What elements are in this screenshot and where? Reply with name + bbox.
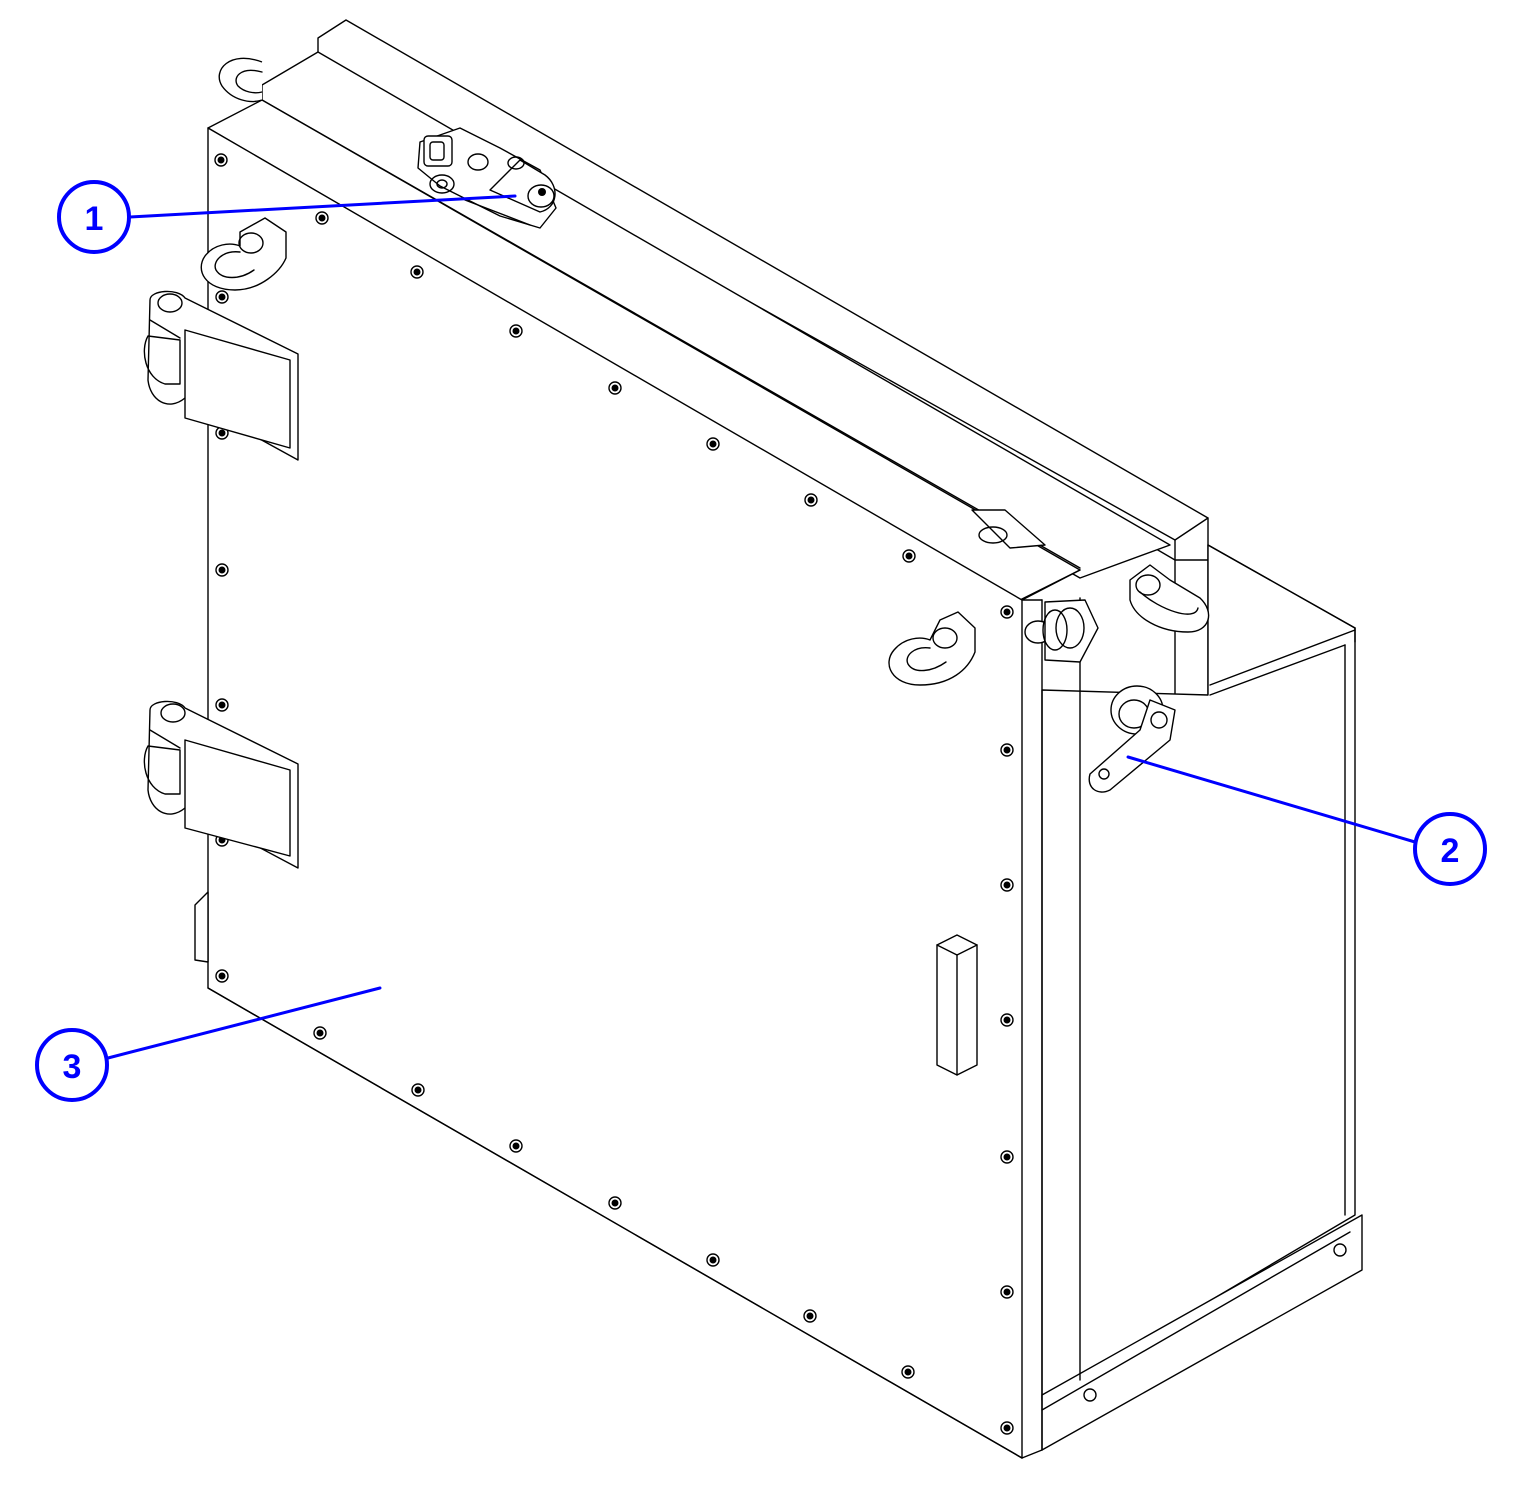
- screw: [313, 1026, 327, 1040]
- d-ring-side-top: [1129, 564, 1210, 633]
- screw: [1000, 1285, 1014, 1299]
- screw: [509, 324, 523, 338]
- callout-label-3: 3: [63, 1048, 82, 1086]
- screw: [1000, 1150, 1014, 1164]
- screw: [803, 1309, 817, 1323]
- d-ring-front-right: [888, 611, 976, 686]
- screw: [706, 437, 720, 451]
- screw: [608, 381, 622, 395]
- callout-3: 3: [35, 986, 382, 1102]
- screw: [804, 493, 818, 507]
- d-ring-upper-left: [200, 217, 287, 291]
- screw: [901, 1365, 915, 1379]
- side-panel: [1041, 544, 1363, 1451]
- screw: [215, 969, 229, 983]
- screw: [215, 698, 229, 712]
- screw: [411, 1083, 425, 1097]
- screw: [1000, 605, 1014, 619]
- handle-bar: [936, 934, 978, 1076]
- screw: [315, 211, 329, 225]
- screw: [1000, 1421, 1014, 1435]
- lower-bracket: [194, 891, 209, 963]
- hinge-lower: [143, 700, 299, 869]
- top-notch: [971, 509, 1046, 549]
- screw: [410, 265, 424, 279]
- top-latch: [417, 127, 557, 229]
- side-latch: [1088, 685, 1176, 793]
- screw: [509, 1139, 523, 1153]
- d-ring-top-left: [218, 57, 263, 103]
- screw: [1000, 1013, 1014, 1027]
- callout-label-2: 2: [1441, 832, 1460, 870]
- callout-1: 1: [57, 180, 517, 254]
- hinge-upper: [143, 290, 299, 461]
- side-hinge-knuckle: [1024, 599, 1099, 663]
- screw: [902, 549, 916, 563]
- screw: [706, 1253, 720, 1267]
- screw: [1000, 878, 1014, 892]
- screw: [215, 563, 229, 577]
- callout-label-1: 1: [85, 200, 104, 238]
- screw: [608, 1196, 622, 1210]
- front-panel: [207, 127, 1081, 1459]
- screw: [1000, 743, 1014, 757]
- screw: [214, 153, 228, 167]
- callout-2: 2: [1126, 755, 1487, 886]
- screws: [214, 153, 1014, 1435]
- screw: [215, 290, 229, 304]
